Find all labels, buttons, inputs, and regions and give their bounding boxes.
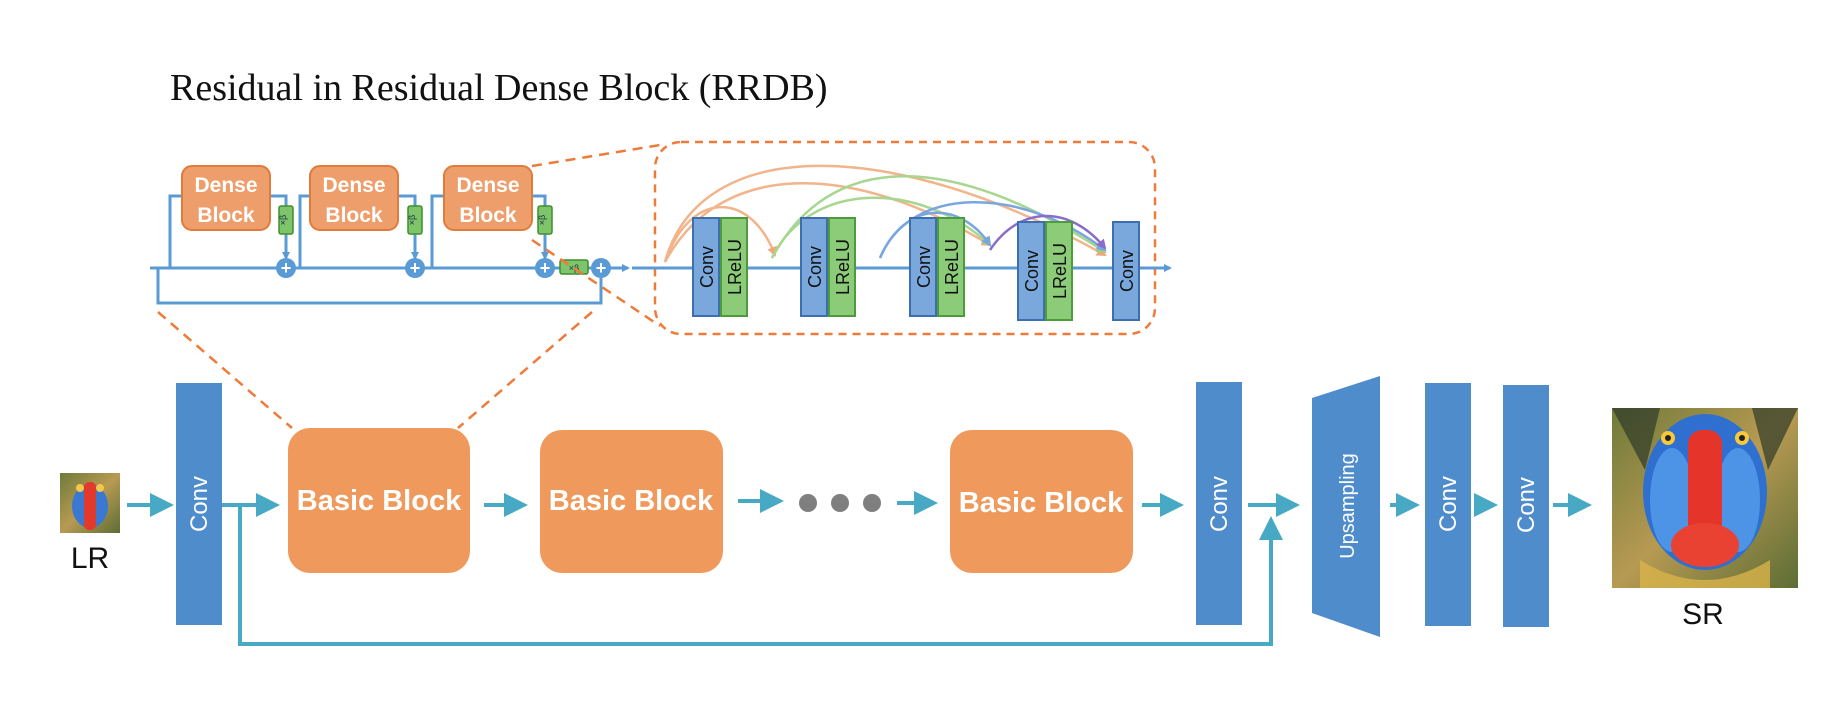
beta-label-1: ×β [278, 215, 288, 225]
skip-arc-orange-2 [663, 181, 992, 263]
basic-block-1 [288, 428, 470, 573]
dense-block-detail: Conv LReLU Conv LReLU Conv LReLU Conv LR… [632, 140, 1172, 336]
sum-node-final [591, 258, 611, 278]
basic-block-1-label: Basic Block [297, 485, 462, 517]
dense-block-3-label-line1: Dense [456, 174, 519, 197]
sum-node-2 [405, 258, 425, 278]
dense-conv-1 [692, 217, 720, 317]
main-pipeline: LR Conv Basic Block Basic Block Basic Bl… [60, 376, 1798, 646]
dense-block-2-label-line1: Dense [322, 174, 385, 197]
conv-first-label: Conv [186, 476, 213, 532]
skip-arc-orange-3 [663, 205, 777, 263]
zoom-line-rrdb-right [457, 311, 593, 429]
svg-text:+: + [281, 258, 292, 278]
dense-lrelu-3-label: LReLU [942, 239, 962, 295]
basic-block-3 [950, 430, 1133, 573]
conv-lrelu-pair-4: Conv LReLU [1017, 221, 1073, 321]
dense-block-1-label-line2: Block [197, 204, 255, 227]
upsampling-block [1312, 376, 1380, 637]
sum-node-3 [535, 258, 555, 278]
dense-block-2 [309, 165, 399, 231]
ellipsis-dots [799, 494, 881, 512]
lr-image [60, 473, 120, 533]
conv-hr-2-label: Conv [1513, 477, 1540, 533]
basic-block-3-label: Basic Block [959, 487, 1124, 519]
conv-trunk-label: Conv [1206, 476, 1233, 532]
beta-label-final: ×β [569, 263, 579, 273]
dense-block-1-label-line1: Dense [194, 174, 257, 197]
dense-conv-2-label: Conv [805, 246, 825, 288]
dense-block-2-label-line2: Block [325, 204, 383, 227]
dense-conv-3-label: Conv [914, 246, 934, 288]
conv-lrelu-pair-1: Conv LReLU [692, 217, 748, 317]
basic-block-2 [540, 430, 723, 573]
dense-conv-2 [800, 217, 828, 317]
conv-hr-1 [1425, 383, 1471, 626]
dense-conv-1-label: Conv [697, 246, 717, 288]
basic-block-2-label: Basic Block [549, 485, 714, 517]
beta-scale-3 [537, 205, 553, 235]
zoom-line-dense-top [531, 143, 661, 168]
zoom-line-rrdb-left [157, 311, 293, 429]
dense-conv-final [1112, 221, 1140, 321]
dense-block-3-label-line2: Block [459, 204, 517, 227]
dense-lrelu-2-label: LReLU [833, 239, 853, 295]
svg-text:+: + [540, 258, 551, 278]
rrdb-detail: Dense Block ×β + Dense Block ×β + Dense … [150, 165, 630, 305]
svg-text:+: + [410, 258, 421, 278]
conv-trunk [1196, 382, 1242, 625]
dense-conv-4-label: Conv [1022, 250, 1042, 292]
dense-detail-frame [653, 140, 1157, 336]
dense-block-1 [181, 165, 271, 231]
conv-hr-1-label: Conv [1435, 476, 1462, 532]
dense-block-3 [443, 165, 533, 231]
dense-lrelu-1 [720, 217, 748, 317]
lr-label: LR [71, 542, 109, 575]
dense-lrelu-3 [937, 217, 965, 317]
dense-conv-4 [1017, 221, 1045, 321]
conv-first [176, 383, 222, 625]
dense-lrelu-4-label: LReLU [1050, 243, 1070, 299]
sum-node-1 [276, 258, 296, 278]
sr-label: SR [1682, 598, 1724, 631]
diagram-title: Residual in Residual Dense Block (RRDB) [170, 67, 828, 109]
skip-arc-orange-1 [663, 164, 1107, 263]
upsampling-label: Upsampling [1337, 453, 1359, 559]
dense-lrelu-4 [1045, 221, 1073, 321]
skip-arc-blue-2 [878, 211, 992, 259]
svg-text:+: + [596, 258, 607, 278]
beta-label-3: ×β [537, 215, 547, 225]
conv-hr-2 [1503, 385, 1549, 627]
sr-image [1612, 408, 1798, 588]
beta-scale-1 [278, 205, 294, 235]
conv-lrelu-pair-3: Conv LReLU [909, 217, 965, 317]
conv-lrelu-pair-2: Conv LReLU [800, 217, 856, 317]
rrdb-outer-skip [156, 268, 603, 305]
beta-scale-2 [407, 205, 423, 235]
beta-label-2: ×β [407, 215, 417, 225]
dense-lrelu-1-label: LReLU [725, 239, 745, 295]
global-skip-connection [238, 505, 1273, 646]
zoom-line-dense-bottom [531, 238, 661, 328]
dense-lrelu-2 [828, 217, 856, 317]
dense-conv-final-label: Conv [1117, 250, 1137, 292]
skip-arc-purple [988, 214, 1107, 251]
dense-conv-3 [909, 217, 937, 317]
